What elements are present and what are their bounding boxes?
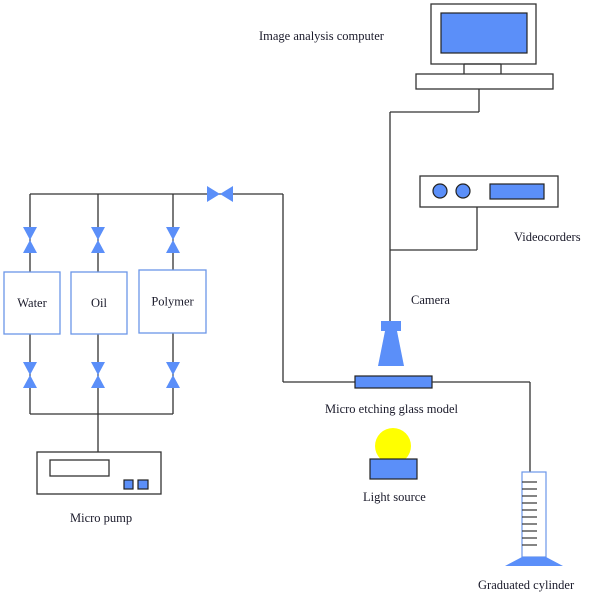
tank-polymer [138,269,207,334]
computer-label: Image analysis computer [259,29,385,43]
valve-top-water[interactable] [23,227,37,253]
micro-pump [36,451,162,495]
tank-oil [70,271,128,335]
graduated-cylinder [505,471,563,566]
main-valve[interactable] [207,186,233,202]
tank-label: Water [17,296,47,310]
image-analysis-computer [415,3,554,90]
valve-bottom-polymer[interactable] [166,362,180,388]
cylinder-label: Graduated cylinder [478,578,575,592]
camera-label: Camera [411,293,450,307]
keyboard [415,73,554,90]
valve-bottom-water[interactable] [23,362,37,388]
pump-label: Micro pump [70,511,132,525]
videocorders-label: Videocorders [514,230,581,244]
light-source-label: Light source [363,490,426,504]
tank-label: Oil [91,296,108,310]
videocorder [419,175,559,208]
tank-water [3,271,61,335]
valve-top-oil[interactable] [91,227,105,253]
tank-label: Polymer [151,295,194,309]
light-source [369,428,418,480]
micro-etching-glass-model [354,375,433,389]
valve-bottom-oil[interactable] [91,362,105,388]
camera [378,321,404,366]
valve-top-polymer[interactable] [166,227,180,253]
monitor-screen [440,12,528,54]
glass-model-label: Micro etching glass model [325,402,458,416]
